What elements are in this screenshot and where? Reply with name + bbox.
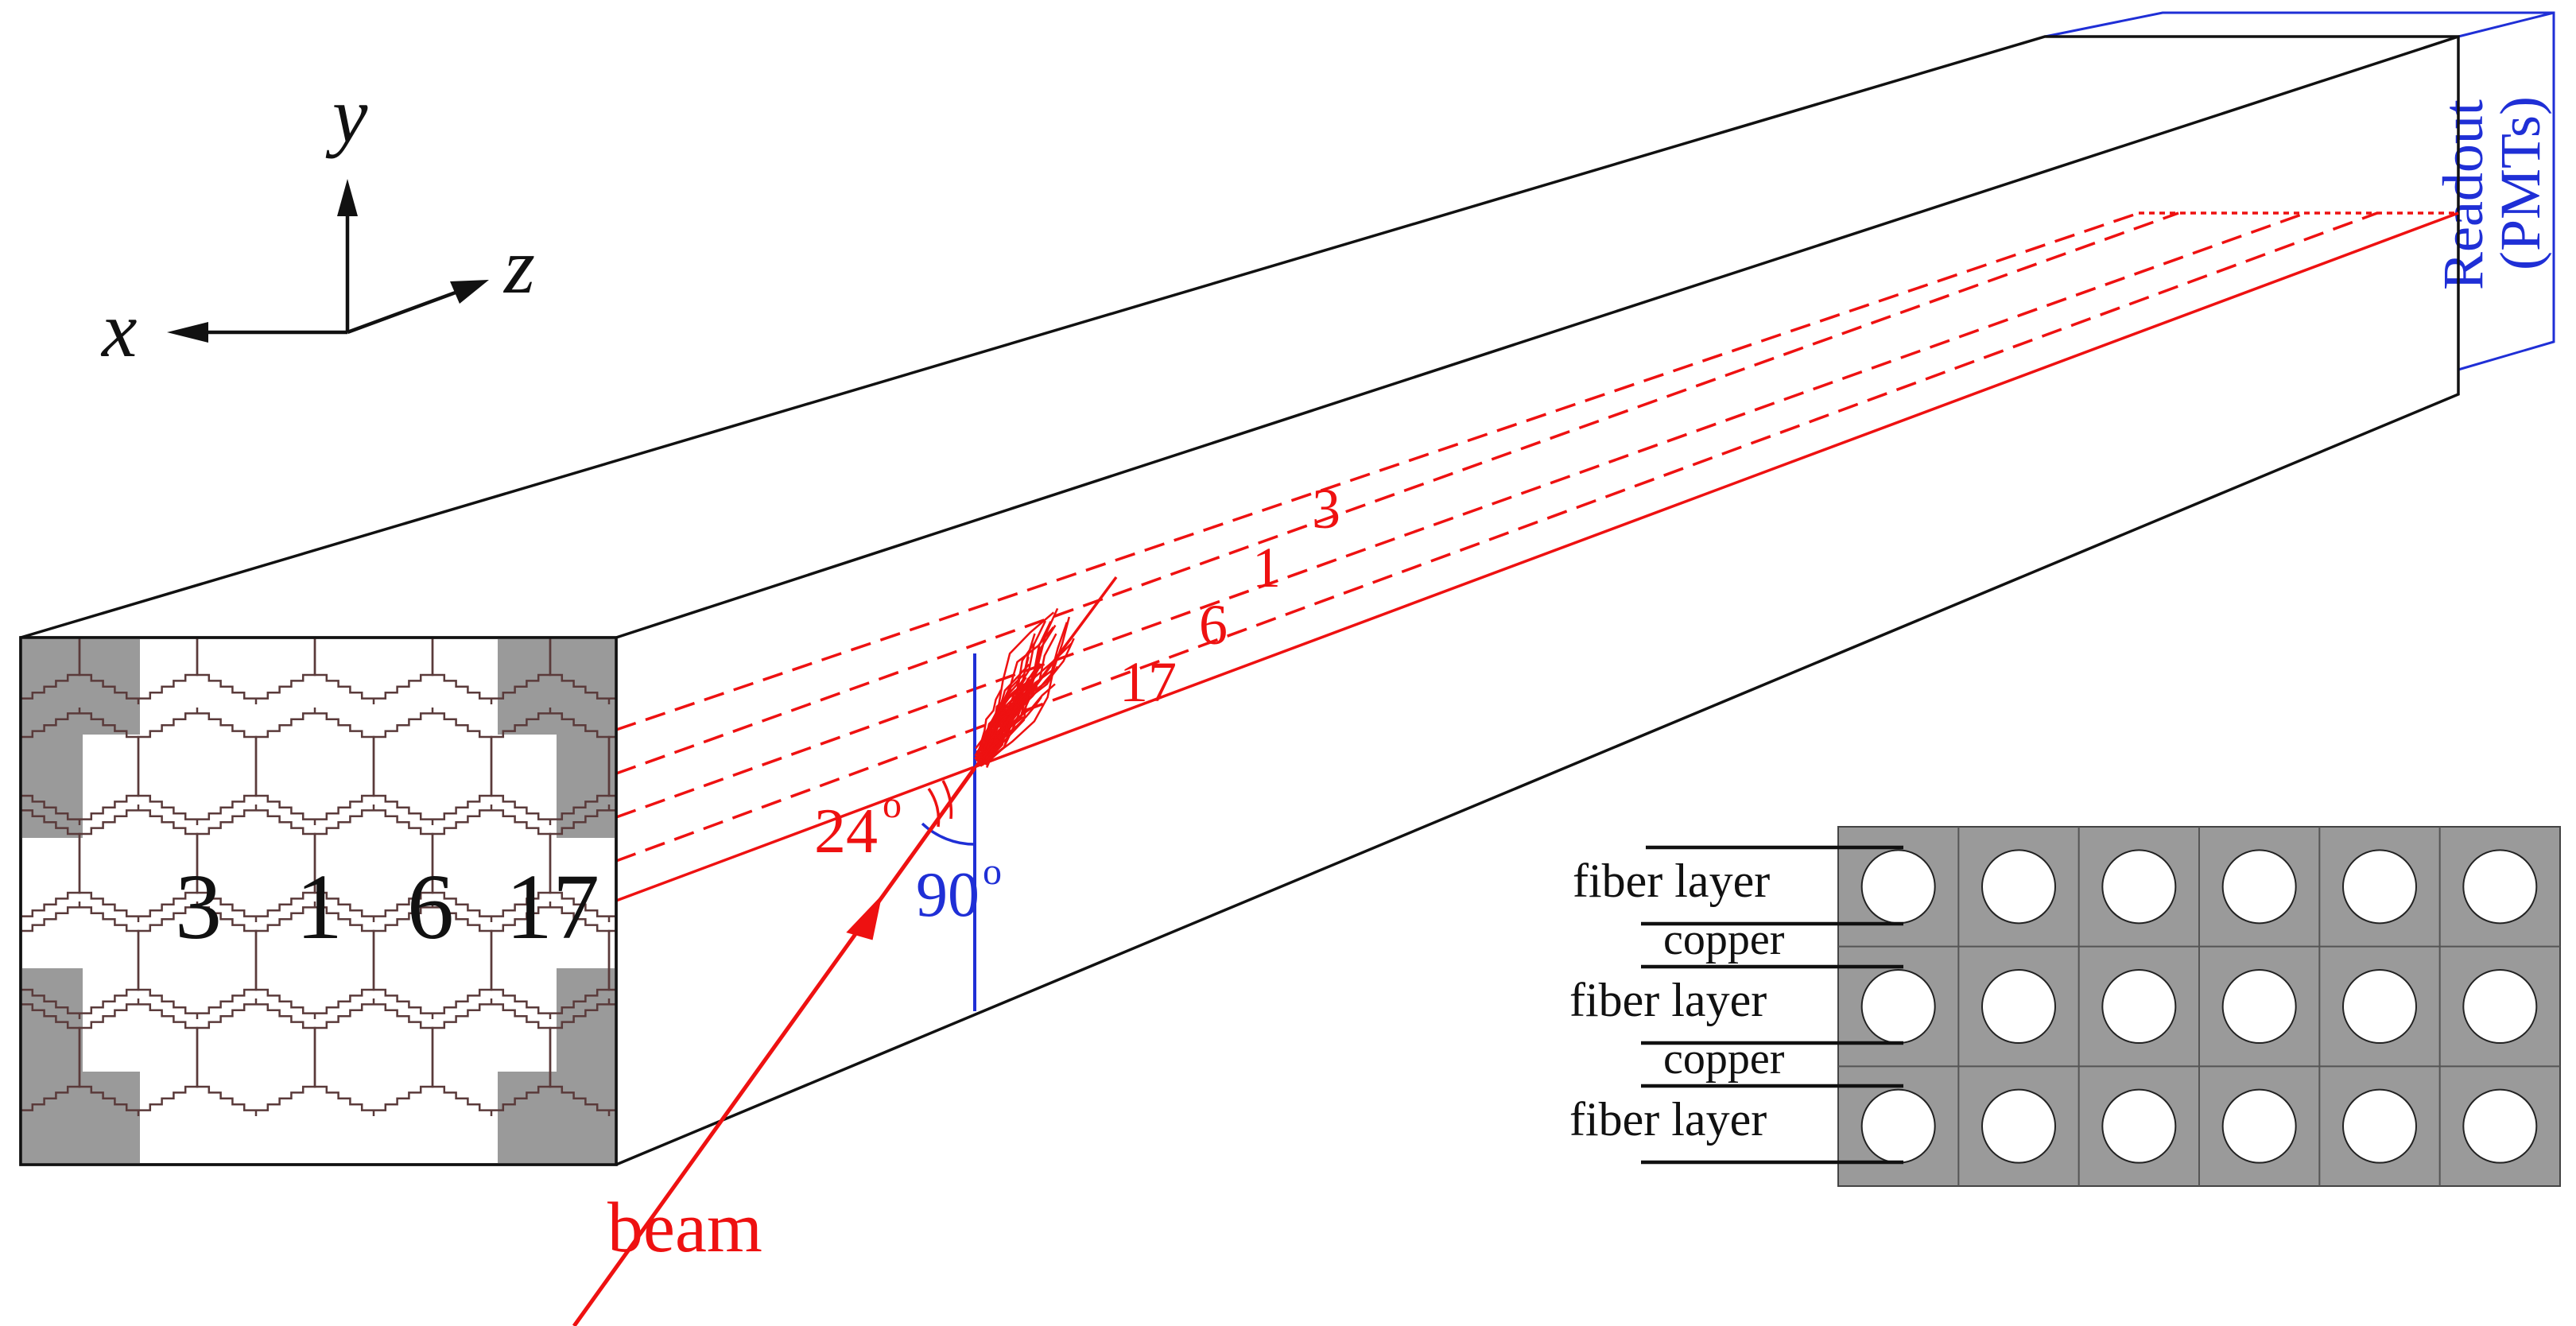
axis-label-y: y bbox=[325, 71, 368, 159]
tower-line-6 bbox=[615, 211, 2306, 819]
fiber-circle-r0-c1 bbox=[1981, 849, 2056, 925]
fiber-circle-r1-c3 bbox=[2221, 969, 2297, 1044]
hexagon-tower-6 bbox=[549, 638, 616, 704]
particle-shower bbox=[974, 607, 1075, 769]
hexagon-tower-24 bbox=[21, 929, 22, 991]
layer-label-fiber-3: fiber layer bbox=[1569, 1093, 1767, 1146]
shower-track-37 bbox=[986, 642, 1073, 751]
y-axis-arrowhead bbox=[337, 179, 358, 216]
shower-track-41 bbox=[976, 712, 1000, 762]
z-axis-arrowhead bbox=[450, 280, 489, 304]
hexagon-tower-grid bbox=[21, 587, 844, 1116]
shower-track-44 bbox=[983, 633, 1057, 765]
face-label-17: 17 bbox=[506, 855, 599, 959]
fiber-circle-r1-c5 bbox=[2462, 969, 2538, 1044]
tower-line-label-3: 3 bbox=[1312, 477, 1340, 541]
layer-label-copper-1: copper bbox=[1663, 915, 1785, 964]
corner-fill-br2 bbox=[557, 968, 616, 1072]
corner-fill-br1 bbox=[498, 1072, 616, 1165]
hexagon-tower-31 bbox=[727, 901, 844, 1019]
face-label-1: 1 bbox=[296, 855, 343, 959]
tower-line-17 bbox=[615, 211, 2459, 902]
axis-label-x: x bbox=[100, 285, 137, 374]
beam-label: beam bbox=[607, 1188, 762, 1267]
face-label-3: 3 bbox=[175, 855, 222, 959]
beam-arrowhead bbox=[846, 894, 883, 940]
hexagon-tower-22 bbox=[549, 805, 616, 922]
readout-label-line2: (PMTs) bbox=[2489, 96, 2552, 270]
fiber-circle-r0-c3 bbox=[2221, 849, 2297, 925]
layer-label-fiber-2: fiber layer bbox=[1569, 974, 1767, 1026]
fiber-circle-r0-c0 bbox=[1860, 849, 1936, 925]
fiber-circle-r0-c5 bbox=[2462, 849, 2538, 925]
hexagon-tower-8 bbox=[21, 735, 22, 797]
tower-line-label-17: 17 bbox=[1119, 650, 1177, 714]
readout-box bbox=[2044, 11, 2555, 371]
front-face bbox=[19, 587, 844, 1166]
normal-angle-degree: o bbox=[983, 851, 1002, 893]
x-axis-arrowhead bbox=[167, 322, 208, 343]
hexagon-tower-7 bbox=[668, 587, 786, 704]
fiber-circle-r2-c2 bbox=[2101, 1088, 2177, 1164]
shower-track-45 bbox=[974, 693, 1013, 760]
fiber-circle-r0-c2 bbox=[2101, 849, 2177, 925]
fiber-circle-r1-c1 bbox=[1981, 969, 2056, 1044]
front-face-border bbox=[19, 636, 618, 1166]
fiber-circle-r2-c4 bbox=[2342, 1088, 2417, 1164]
normal-angle-value: 90 bbox=[916, 860, 980, 930]
readout-label-line1: Readout bbox=[2431, 99, 2495, 290]
tower-line-1 bbox=[615, 211, 2179, 775]
fiber-circle-r2-c0 bbox=[1860, 1088, 1936, 1164]
tower-lines bbox=[615, 211, 2459, 902]
fiber-circle-r1-c4 bbox=[2342, 969, 2417, 1044]
axes-group bbox=[167, 179, 489, 343]
layer-label-copper-2: copper bbox=[1663, 1034, 1785, 1084]
normal-angle-arc bbox=[921, 822, 976, 846]
layer-inset-grid bbox=[1838, 827, 2560, 1186]
layer-leader-lines bbox=[1641, 845, 1903, 1165]
layer-inset: fiber layer copper fiber layer copper fi… bbox=[1569, 826, 2561, 1187]
tower-line-label-1: 1 bbox=[1252, 536, 1281, 599]
incidence-angle-value: 24 bbox=[814, 797, 878, 867]
fiber-circle-r1-c2 bbox=[2101, 969, 2177, 1044]
fiber-circle-r1-c0 bbox=[1860, 969, 1936, 1044]
tower-line-3 bbox=[615, 211, 2140, 731]
beam-line bbox=[572, 766, 977, 1326]
fiber-circle-r2-c3 bbox=[2221, 1088, 2297, 1164]
face-label-6: 6 bbox=[407, 855, 454, 959]
tower-line-label-6: 6 bbox=[1199, 593, 1228, 657]
tower-line-17-dashed bbox=[615, 211, 2378, 863]
incidence-angle-arc-outer bbox=[941, 780, 953, 820]
hexagon-tower-30 bbox=[607, 929, 616, 991]
fiber-circle-r2-c1 bbox=[1981, 1088, 2056, 1164]
incidence-angle-degree: o bbox=[883, 784, 902, 826]
axis-label-z: z bbox=[502, 222, 535, 310]
incidence-angle-arc bbox=[927, 787, 941, 828]
module-outline bbox=[20, 35, 2460, 1166]
hexagon-tower-23 bbox=[668, 805, 786, 922]
fiber-circle-r2-c5 bbox=[2462, 1088, 2538, 1164]
layer-label-fiber-1: fiber layer bbox=[1573, 855, 1770, 907]
fiber-circle-r0-c4 bbox=[2342, 849, 2417, 925]
corner-fill-bl2 bbox=[21, 968, 83, 1072]
hexagon-tower-38 bbox=[549, 998, 616, 1116]
corner-fill-tl2 bbox=[21, 735, 83, 838]
shower-track-28 bbox=[986, 616, 1071, 762]
